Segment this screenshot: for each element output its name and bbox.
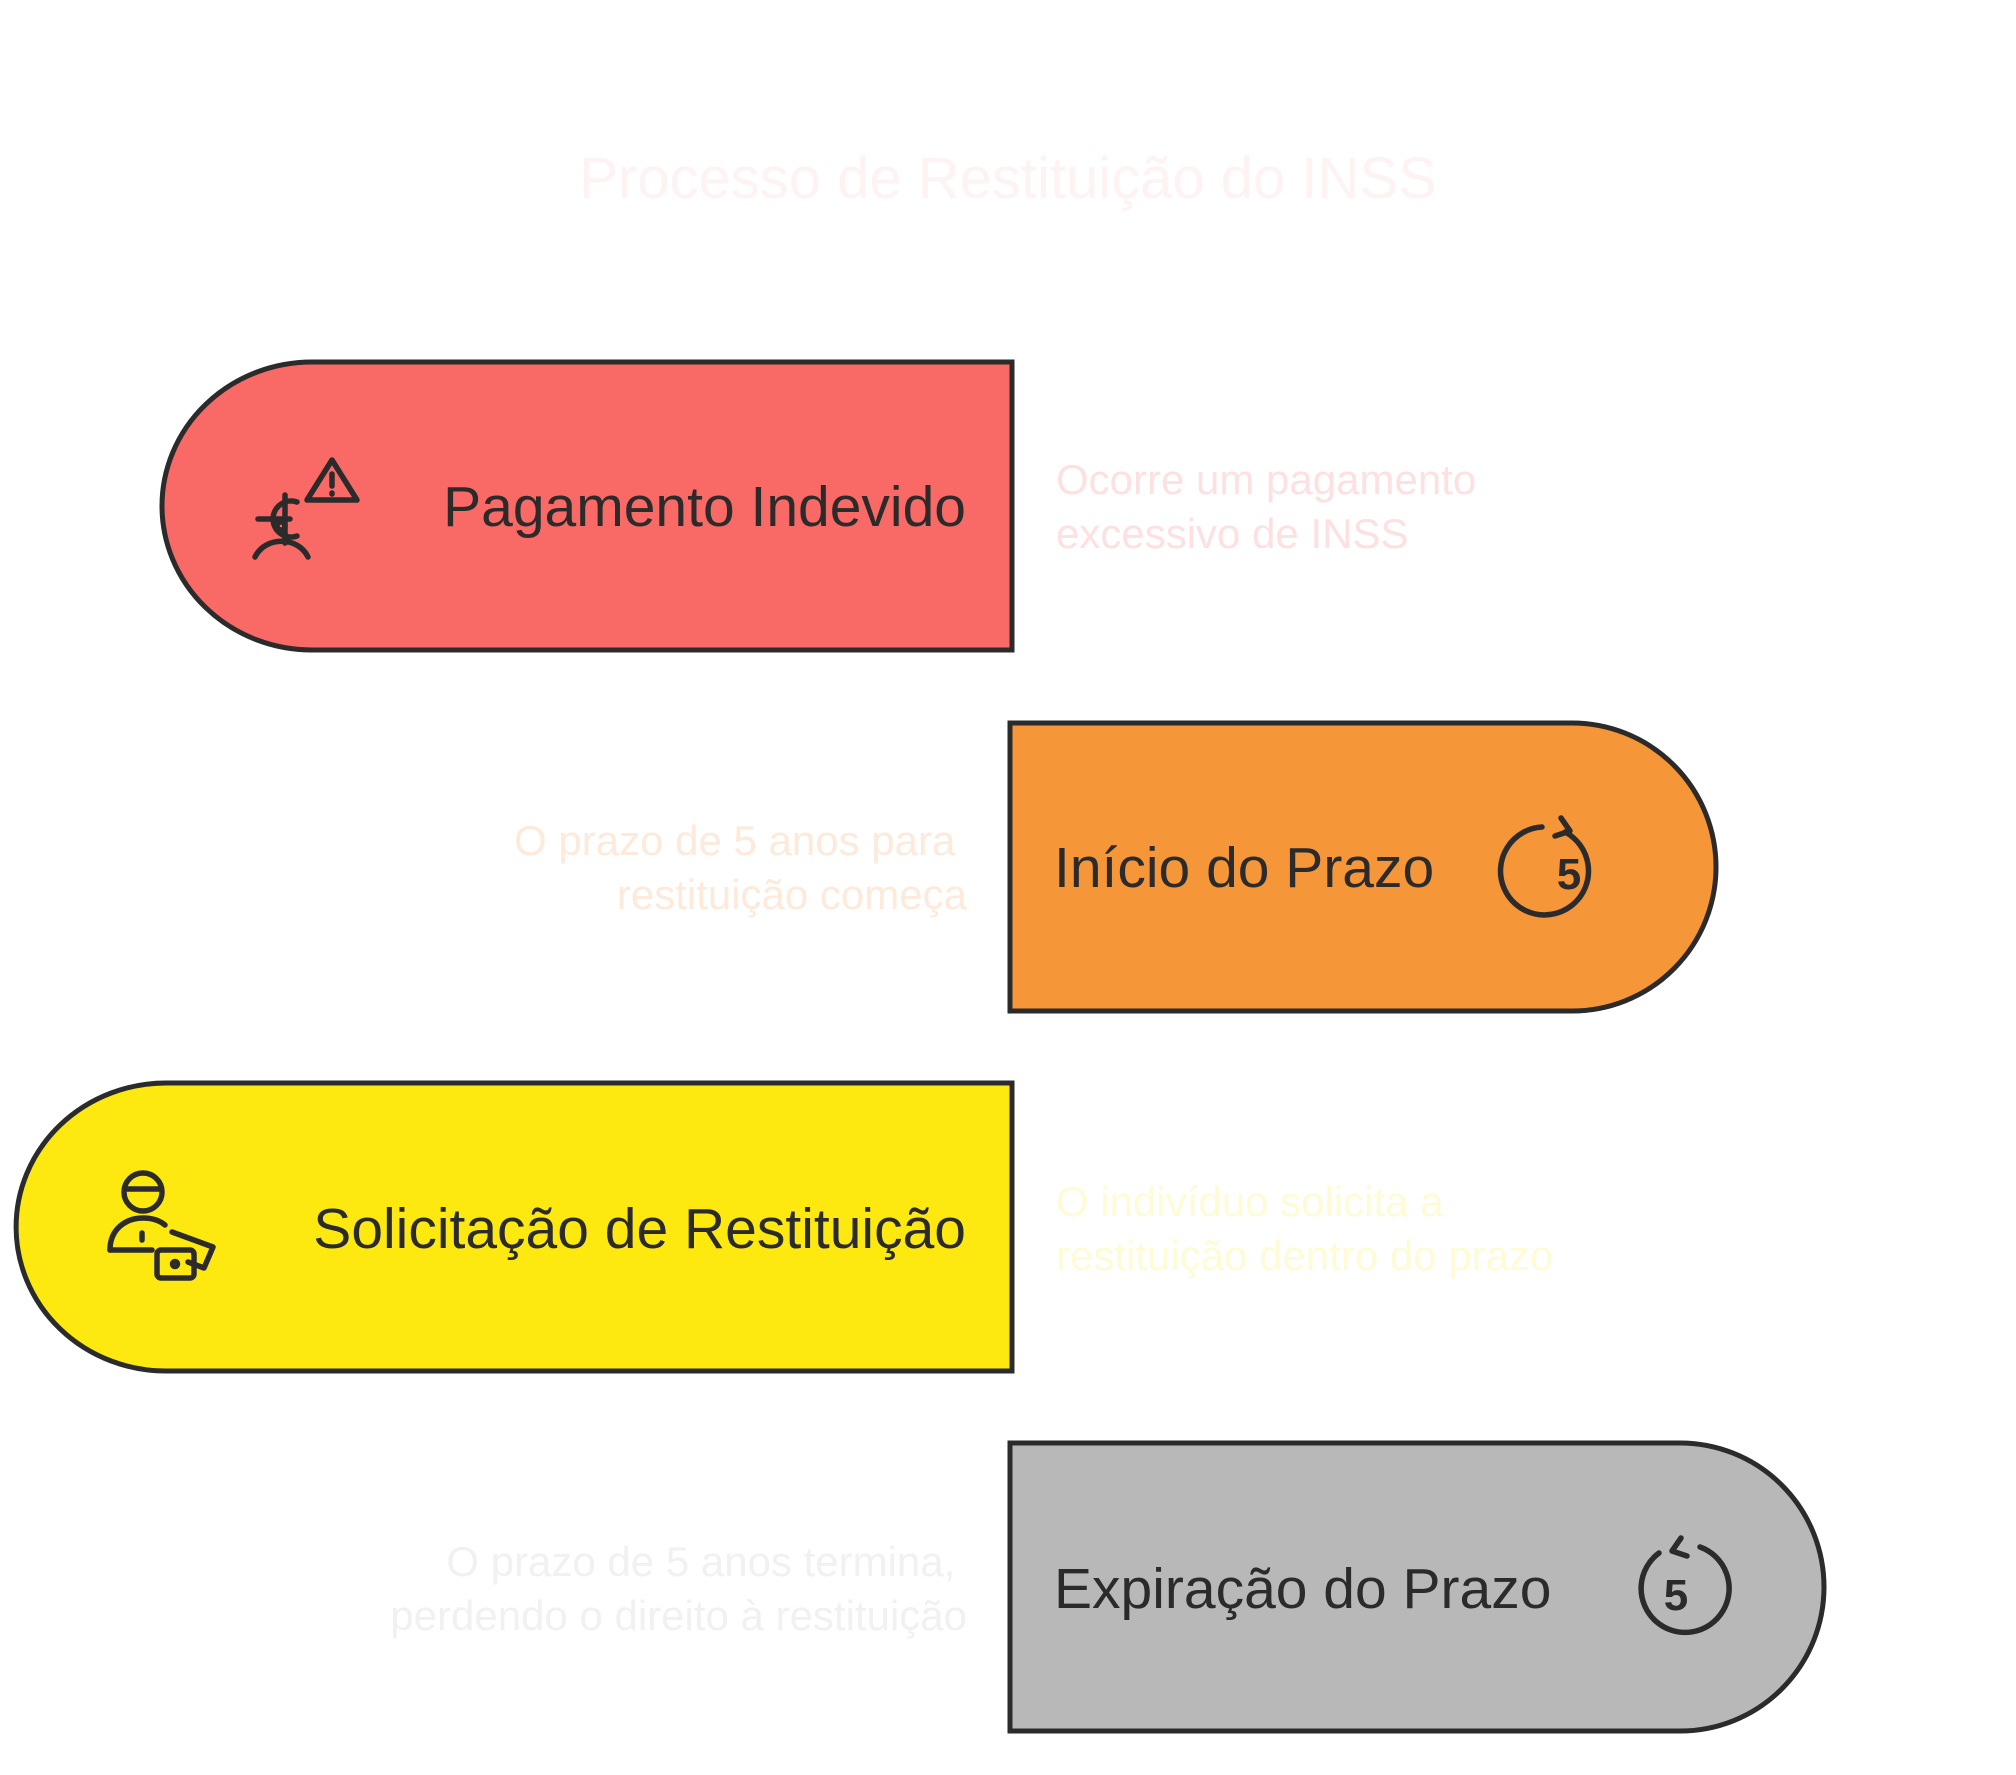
step-shape — [13, 1080, 1015, 1374]
step-description-line: O indivíduo solicita a — [1056, 1178, 1444, 1225]
payment-warning-icon — [252, 457, 360, 560]
step-label: Expiração do Prazo — [1054, 1557, 1551, 1621]
clock-number: 5 — [1664, 1571, 1688, 1620]
person-money-icon — [107, 1170, 216, 1281]
step-description: O prazo de 5 anos termina, perdendo o di… — [390, 1538, 967, 1639]
step-label: Pagamento Indevido — [443, 475, 966, 539]
clock-forward-5-icon: 5 — [1497, 815, 1592, 918]
clock-number: 5 — [1557, 850, 1581, 899]
step-solicitacao-de-restituicao: Solicitação de Restituição O indivíduo s… — [13, 1080, 1553, 1374]
step-description-line: O prazo de 5 anos para — [514, 817, 956, 864]
step-shape — [1007, 720, 1719, 1014]
step-label: Início do Prazo — [1054, 836, 1434, 900]
step-description-line: Ocorre um pagamento — [1056, 456, 1476, 503]
step-shape — [159, 359, 1015, 653]
step-inicio-do-prazo: 5 Início do Prazo O prazo de 5 anos para… — [514, 720, 1719, 1014]
step-label: Solicitação de Restituição — [313, 1197, 966, 1261]
step-description: O indivíduo solicita a restituição dentr… — [1056, 1178, 1553, 1279]
diagram-title: Processo de Restituição do INSS — [579, 146, 1437, 211]
step-description-line: restituição começa — [617, 871, 968, 918]
step-expiracao-do-prazo: 5 Expiração do Prazo O prazo de 5 anos t… — [390, 1440, 1827, 1734]
step-description-line: perdendo o direito à restituição — [390, 1592, 967, 1639]
step-description-line: O prazo de 5 anos termina, — [446, 1538, 955, 1585]
step-shape — [1007, 1440, 1827, 1734]
step-description-line: restituição dentro do prazo — [1056, 1232, 1553, 1279]
step-pagamento-indevido: Pagamento Indevido Ocorre um pagamento e… — [159, 359, 1488, 653]
clock-backward-5-icon: 5 — [1638, 1535, 1732, 1636]
step-description: O prazo de 5 anos para restituição começ… — [514, 817, 968, 918]
step-description: Ocorre um pagamento excessivo de INSS — [1056, 456, 1488, 557]
step-description-line: excessivo de INSS — [1056, 510, 1409, 557]
